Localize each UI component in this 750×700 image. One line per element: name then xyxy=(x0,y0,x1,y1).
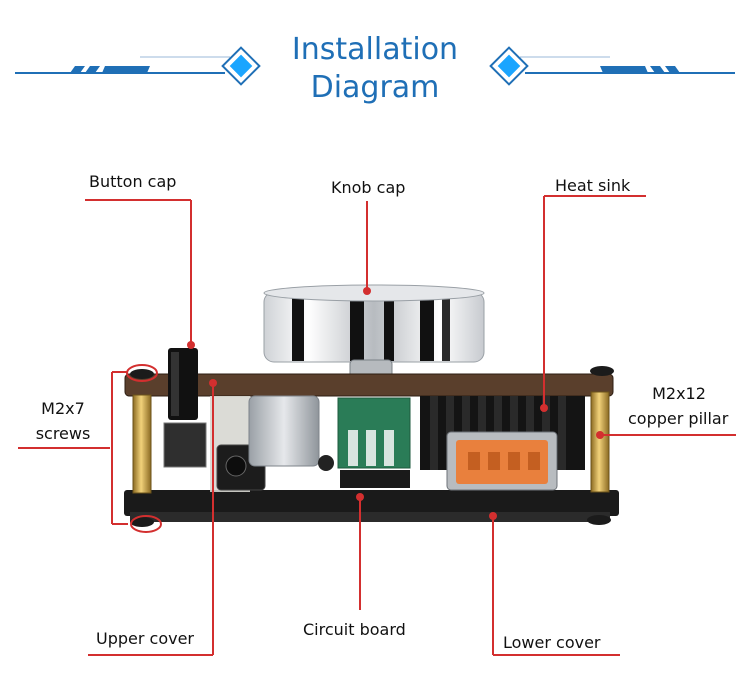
usb-port xyxy=(446,431,558,491)
lower-cover-plate xyxy=(124,490,619,516)
leader-lines xyxy=(18,195,736,656)
leader-dots xyxy=(187,287,604,520)
left-copper-pillar xyxy=(132,394,152,494)
diagram-title-line-1: Installation xyxy=(291,32,459,67)
top-right-screw xyxy=(590,366,614,376)
left-header-ornament xyxy=(15,46,261,86)
top-left-screw xyxy=(130,369,154,379)
knob-cap xyxy=(263,284,485,379)
label-m2x12-line-1: M2x12 xyxy=(652,384,706,403)
label-lower-cover: Lower cover xyxy=(503,633,601,652)
label-m2x7-line-1: M2x7 xyxy=(41,399,85,418)
upper-cover-plate xyxy=(124,373,614,397)
right-header-ornament xyxy=(489,46,735,86)
label-knob-cap: Knob cap xyxy=(331,178,406,197)
bottom-left-screw xyxy=(130,517,154,527)
label-upper-cover: Upper cover xyxy=(96,629,195,648)
label-circuit-board: Circuit board xyxy=(303,620,406,639)
label-m2x7-line-2: screws xyxy=(35,424,91,443)
button-cap xyxy=(163,348,207,468)
diagram-title-line-2: Diagram xyxy=(310,70,440,105)
right-copper-pillar xyxy=(590,391,610,493)
bottom-right-screw xyxy=(587,515,611,525)
label-button-cap: Button cap xyxy=(89,172,177,191)
label-heat-sink: Heat sink xyxy=(555,176,631,195)
label-m2x12-line-2: copper pillar xyxy=(628,409,729,428)
